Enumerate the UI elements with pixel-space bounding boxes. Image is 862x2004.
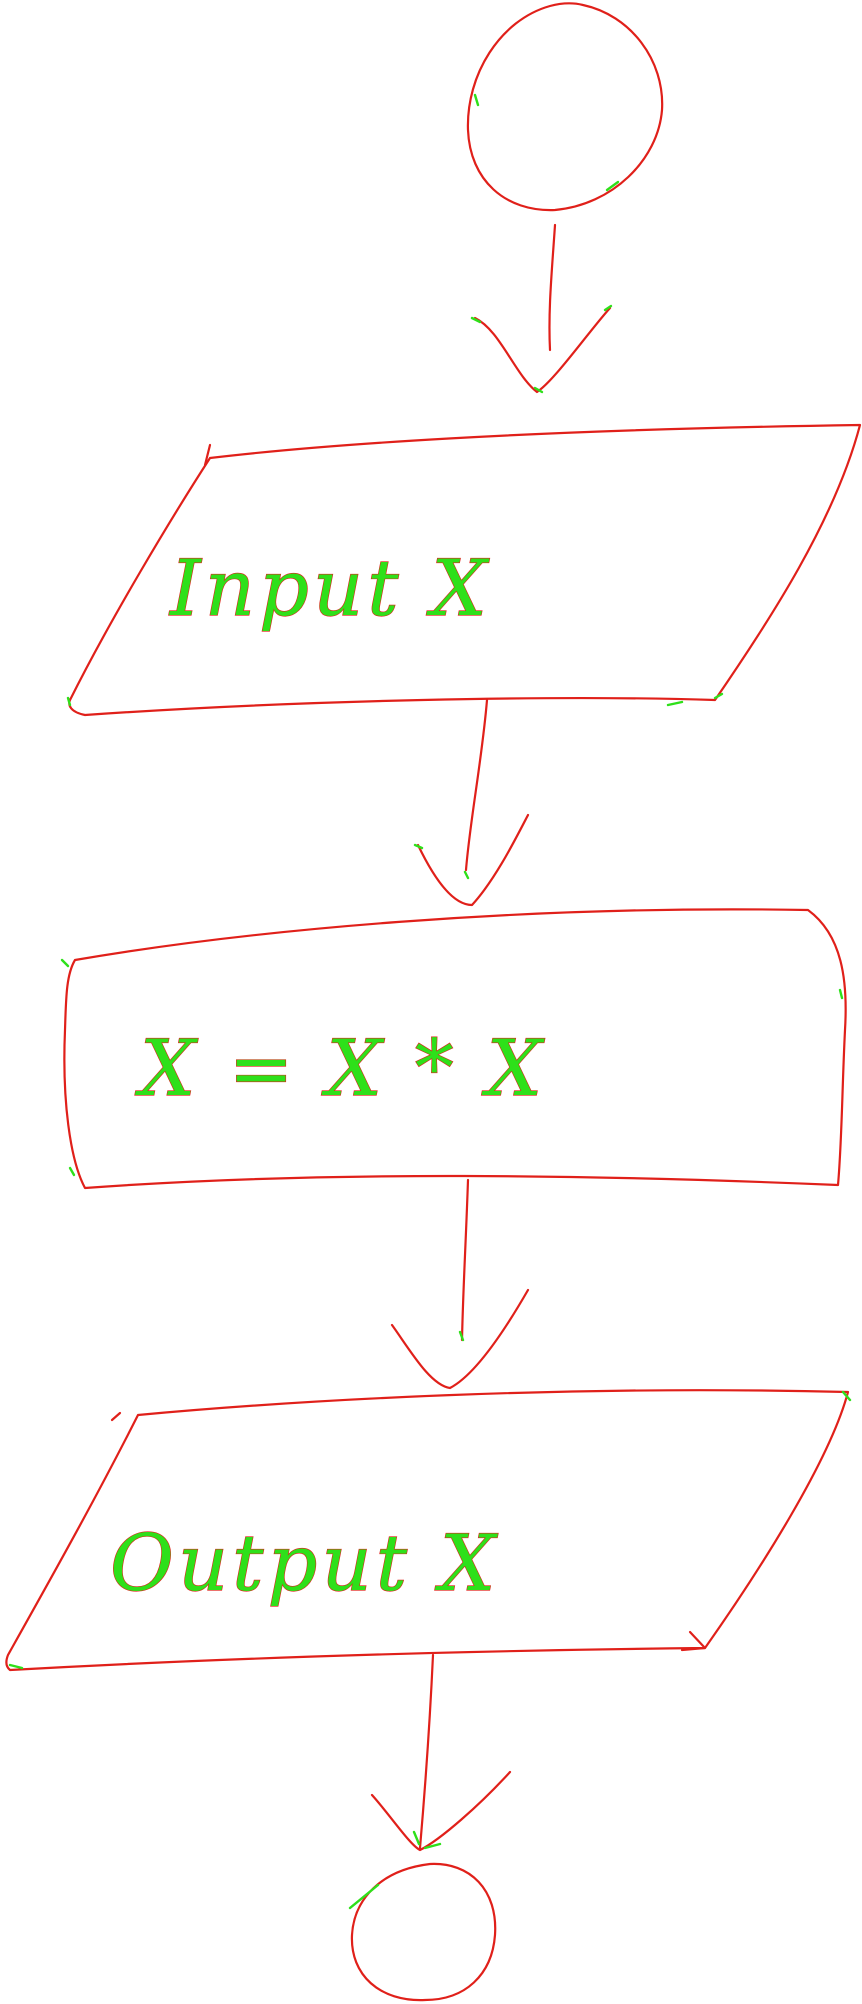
output-node: Output X (5, 1389, 852, 1672)
edge-start-to-input (470, 223, 613, 394)
edge-input-to-process (413, 698, 530, 907)
output-label: Output X (110, 1519, 499, 1609)
edge-process-to-output (390, 1178, 530, 1390)
process-node: X = X * X (60, 908, 847, 1190)
edge-output-to-end (370, 1653, 512, 1852)
end-node (348, 1862, 497, 2002)
input-label: Input X (168, 544, 491, 634)
start-node (466, 2, 664, 212)
process-label: X = X * X (134, 1024, 546, 1114)
input-node: Input X (66, 423, 862, 717)
